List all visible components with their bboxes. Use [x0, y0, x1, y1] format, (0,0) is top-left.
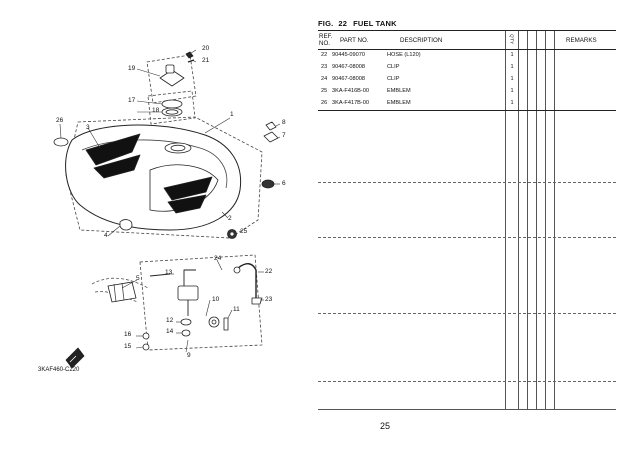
damper-6 — [261, 179, 275, 189]
header-ref: REF. NO. — [319, 33, 333, 48]
row-description: CLIP — [387, 76, 400, 82]
callout-1: 1 — [230, 111, 234, 118]
callout-8: 8 — [282, 119, 286, 126]
callout-5: 5 — [136, 275, 140, 282]
row-qty: 1 — [510, 76, 514, 82]
callout-13: 13 — [165, 269, 173, 276]
figure-name: FUEL TANK — [353, 19, 397, 28]
callout-11: 11 — [233, 306, 240, 313]
figure-number: 22 — [338, 19, 348, 28]
fuel-tank-illustration — [53, 49, 281, 369]
gasket-group-frame — [147, 90, 196, 125]
row-ref: 23 — [321, 64, 328, 70]
callout-21: 21 — [202, 57, 210, 64]
header-qty: Q'TY — [509, 34, 515, 45]
callout-7: 7 — [282, 132, 286, 139]
callout-15: 15 — [124, 343, 132, 350]
callout-25: 25 — [240, 228, 248, 235]
callout-22: 22 — [265, 268, 273, 275]
row-qty: 1 — [510, 88, 514, 94]
row-qty: 1 — [510, 64, 514, 70]
callout-4: 4 — [104, 232, 108, 239]
row-ref: 25 — [321, 88, 328, 94]
row-part-no: 90467-08008 — [332, 64, 365, 70]
callout-12: 12 — [166, 317, 174, 324]
header-remarks: REMARKS — [566, 37, 597, 44]
emblem-26 — [53, 137, 69, 147]
row-ref: 26 — [321, 100, 328, 106]
callout-19: 19 — [128, 65, 136, 72]
callout-24: 24 — [214, 255, 222, 262]
row-qty: 1 — [510, 100, 514, 106]
row-description: HOSE (L120) — [387, 52, 421, 58]
row-qty: 1 — [510, 52, 514, 58]
row-description: EMBLEM — [387, 88, 411, 94]
cock-group-frame — [139, 254, 263, 351]
table-row: 23 90467-08008 CLIP 1 — [318, 61, 616, 73]
callout-26: 26 — [56, 117, 64, 124]
page-number: 25 — [380, 421, 391, 431]
callout-17: 17 — [128, 97, 136, 104]
row-ref: 22 — [321, 52, 328, 58]
row-ref: 24 — [321, 76, 328, 82]
callout-9: 9 — [187, 352, 191, 359]
row-part-no: 90467-08008 — [332, 76, 365, 82]
callout-3: 3 — [86, 124, 90, 131]
row-description: CLIP — [387, 64, 400, 70]
table-row: 24 90467-08008 CLIP 1 — [318, 73, 616, 85]
row-description: EMBLEM — [387, 100, 411, 106]
exploded-diagram: 20 21 19 17 18 1 26 3 8 7 6 2 25 4 24 22… — [0, 0, 318, 451]
table-row: 26 3KA-F417B-00 EMBLEM 1 — [318, 97, 616, 109]
callout-16: 16 — [124, 331, 132, 338]
callout-14: 14 — [166, 328, 174, 335]
callout-18: 18 — [152, 107, 160, 114]
row-part-no: 3KA-F417B-00 — [332, 100, 370, 106]
header-description: DESCRIPTION — [400, 37, 443, 44]
parts-list: FIG. 22 FUEL TANK REF. NO. PART NO. DESCRI… — [318, 0, 638, 451]
cap-group-frame — [146, 54, 197, 104]
damper-4 — [119, 219, 133, 231]
parts-table: REF. NO. PART NO. DESCRIPTION Q'TY REMAR… — [318, 30, 616, 410]
header-part-no: PART NO. — [340, 37, 369, 44]
diagram-code: 3KAF460-C220 — [38, 367, 80, 373]
callout-6: 6 — [282, 180, 286, 187]
figure-title: FIG. 22 FUEL TANK — [318, 19, 397, 28]
callout-23: 23 — [265, 296, 273, 303]
row-part-no: 90445-09070 — [332, 52, 365, 58]
row-part-no: 3KA-F416B-00 — [332, 88, 370, 94]
figure-label: FIG. — [318, 19, 334, 28]
callout-20: 20 — [202, 45, 210, 52]
table-row: 22 90445-09070 HOSE (L120) 1 — [318, 49, 616, 61]
callout-2: 2 — [228, 215, 232, 222]
callout-10: 10 — [212, 296, 220, 303]
table-row: 25 3KA-F416B-00 EMBLEM 1 — [318, 85, 616, 97]
